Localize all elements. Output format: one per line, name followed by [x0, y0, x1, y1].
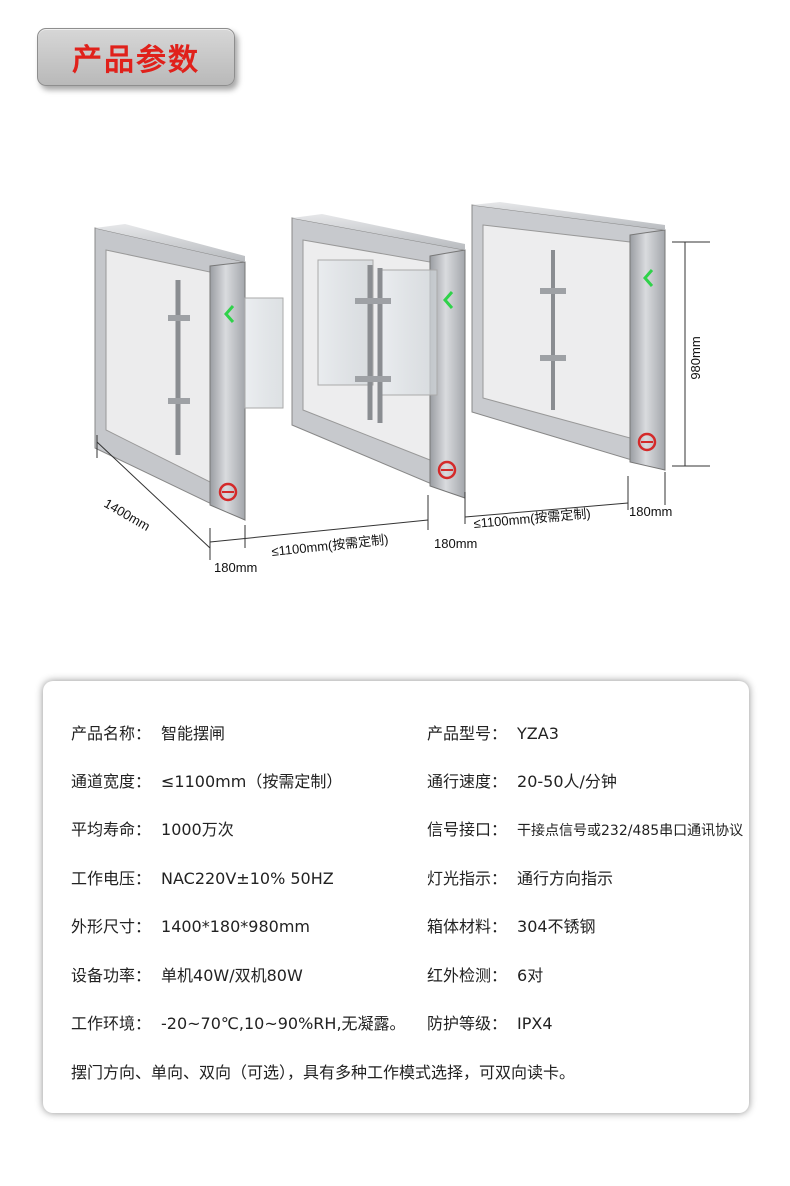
- dim-cabinet-left: 180mm: [214, 560, 257, 575]
- spec-row: 通行速度：20-50人/分钟: [427, 772, 617, 791]
- dim-depth: 1400mm: [102, 496, 153, 534]
- section-title: 产品参数: [72, 43, 200, 78]
- dim-lane-2: ≤1100mm(按需定制): [473, 506, 591, 531]
- spec-row: 信号接口：干接点信号或232/485串口通讯协议: [427, 820, 744, 839]
- spec-note: 摆门方向、单向、双向（可选），具有多种工作模式选择，可双向读卡。: [71, 1063, 576, 1082]
- dim-lane-1: ≤1100mm(按需定制): [271, 532, 389, 559]
- spec-row: 防护等级：IPX4: [427, 1014, 553, 1033]
- spec-row: 设备功率：单机40W/双机80W: [71, 966, 303, 985]
- right-cabinet: [471, 202, 666, 471]
- green-arrow-icon: [443, 291, 454, 309]
- left-cabinet: [94, 224, 284, 521]
- spec-row: 工作环境：-20~70℃,10~90%RH,无凝露。: [71, 1014, 406, 1033]
- dim-height: 980mm: [688, 336, 703, 379]
- spec-row: 平均寿命：1000万次: [71, 820, 234, 839]
- green-arrow-icon: [643, 269, 654, 287]
- spec-row: 红外检测：6对: [427, 966, 544, 985]
- dimension-lines: [96, 241, 710, 560]
- spec-card: 产品名称：智能摆闸 通道宽度：≤1100mm（按需定制） 平均寿命：1000万次…: [43, 681, 749, 1113]
- spec-row: 产品名称：智能摆闸: [71, 724, 226, 743]
- spec-row: 工作电压：NAC220V±10% 50HZ: [71, 869, 334, 888]
- green-arrow-icon: [224, 305, 235, 323]
- spec-row: 灯光指示：通行方向指示: [427, 869, 614, 888]
- turnstile-illustration: 980mm 1400mm 180mm ≤1100mm(按需定制) 180mm ≤…: [94, 202, 710, 575]
- dim-cabinet-middle: 180mm: [434, 536, 477, 551]
- spec-row: 通道宽度：≤1100mm（按需定制）: [71, 772, 343, 791]
- spec-row: 箱体材料：304不锈钢: [427, 917, 596, 936]
- spec-row: 产品型号：YZA3: [427, 724, 559, 743]
- spec-row: 外形尺寸：1400*180*980mm: [71, 917, 310, 936]
- middle-cabinet: [291, 214, 466, 499]
- logo-icon: [437, 460, 457, 480]
- dim-cabinet-right: 180mm: [629, 504, 672, 519]
- logo-icon: [637, 432, 657, 452]
- section-title-badge: 产品参数: [37, 28, 235, 86]
- logo-icon: [218, 482, 238, 502]
